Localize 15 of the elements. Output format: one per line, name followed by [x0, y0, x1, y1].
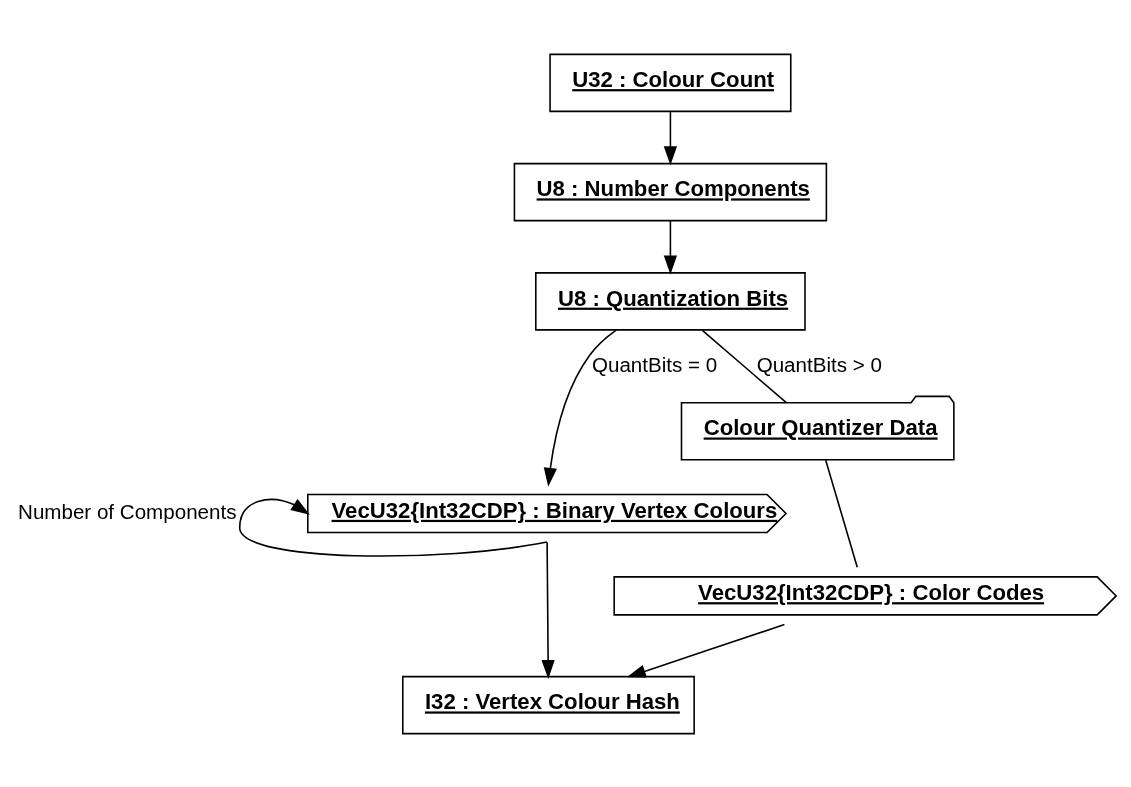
arrow [238, 498, 548, 557]
arrow [541, 540, 555, 679]
node-box: U32 : Colour Count [549, 53, 792, 112]
arrow [626, 623, 786, 678]
edge-label: Number of Components [18, 499, 237, 523]
arrow [663, 219, 678, 275]
edge-label: QuantBits = 0 [591, 352, 718, 376]
node-box: U8 : Quantization Bits [535, 271, 806, 331]
node-box: U8 : Number Components [513, 162, 828, 221]
arrow [663, 110, 678, 165]
node-box: I32 : Vertex Colour Hash [402, 675, 695, 734]
connector [824, 458, 859, 568]
edge-label: QuantBits > 0 [756, 352, 882, 376]
connector [701, 329, 788, 403]
arrow [543, 328, 617, 487]
